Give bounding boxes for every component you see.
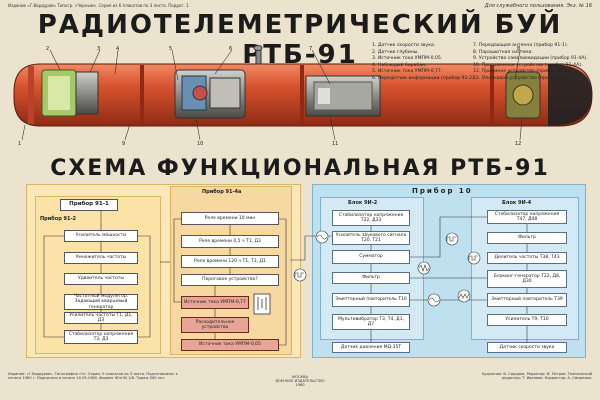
power-amplifier-box: Усилитель мощности xyxy=(64,230,138,242)
callout-10: 10 xyxy=(197,141,204,147)
frequency-multiplier-box: Умножитель частоты xyxy=(64,252,138,264)
legend-item: 9. Устройство самоликвидации (прибор 91-… xyxy=(473,56,588,62)
fm-modulator-box: Частотный модулятор. Задающий кварцевый … xyxy=(64,294,138,310)
audio-amp-box: Усилитель звукового сигнала Т20, Т21 xyxy=(332,231,410,245)
footer-right: Художник: В. Сидоров. Редактор: И. Петро… xyxy=(481,372,592,381)
threshold-device-box: Пороговое устройство? xyxy=(181,274,279,286)
blocking-generator-box: Блокинг-генератор Т22, Д8, Д30 xyxy=(487,270,567,288)
buoy-cutaway-illustration xyxy=(13,45,593,141)
summator-box: Сумматор xyxy=(332,250,410,264)
legend-right: 7. Передающая антенна (прибор 91-1). 8. … xyxy=(473,43,588,83)
callout-5: 5 xyxy=(169,46,173,52)
callout-11: 11 xyxy=(332,141,339,147)
legend-item: 8. Парашютная система. xyxy=(473,49,533,55)
legend-item: 7. Передающая антенна (прибор 91-1). xyxy=(473,43,569,48)
release-device-box: Расходительное устройство xyxy=(181,317,249,333)
emitter-follower-b-box: Эмиттерный повторитель Т39 xyxy=(487,293,567,307)
frequency-amplifier-box: Усилитель частоты T1, Д1, Д3 xyxy=(64,312,138,324)
timer-10min-box: Реле времени 10 мин xyxy=(181,212,279,225)
emitter-follower-a-box: Эмиттерный повторитель Т10 xyxy=(332,293,410,307)
block-9i4-title: Блок 9И-4 xyxy=(502,200,532,206)
legend-item: 11. Приемное устройство (прибор 91-4). xyxy=(473,69,571,75)
callout-2: 2 xyxy=(46,46,50,52)
filter-a-box: Фильтр xyxy=(332,272,410,284)
legend-item: 12. Опознавой устройство (прибор 10). xyxy=(473,75,569,81)
header-left-note: Издание «Г.Вардуров» Типогр. «Черным». С… xyxy=(8,3,189,8)
pribor-91-4a-title: Прибор 91-4а xyxy=(202,189,242,195)
pressure-sensor-box: Датчик давления МД-35Т xyxy=(332,342,410,353)
frequency-doubler-box: Удвоитель частоты xyxy=(64,273,138,285)
power-source-077-box: Источник тока УМПМ-0,77 xyxy=(181,296,249,309)
footer-left: Издание: «Г.Вардуров». Типография «Ч». С… xyxy=(8,372,178,381)
callout-4: 4 xyxy=(116,46,120,52)
callout-7: 7 xyxy=(309,46,313,52)
callout-12: 12 xyxy=(515,141,522,147)
filter-b-box: Фильтр xyxy=(487,232,567,244)
schema-title: СХЕМА ФУНКЦИОНАЛЬНАЯ РТБ-91 xyxy=(50,156,550,181)
legend-item: 2. Датчик глубины. xyxy=(372,49,419,55)
callout-8: 8 xyxy=(517,46,521,52)
callout-6: 6 xyxy=(229,46,233,52)
header-right-note: Для служебного пользования. Экз. № 16 xyxy=(484,3,592,9)
timer-120h-box: Реле времени 120 ч T1, T3, Д1 xyxy=(181,255,279,268)
legend-item: 3. Источник тока УМПМ-0,05. xyxy=(372,56,443,62)
footer-center: МОСКВА ВОЕННОЕ ИЗДАТЕЛЬСТВО 1980 xyxy=(275,375,325,388)
legend-item: 4. Наблюдый барабан. xyxy=(372,62,427,68)
battery-icon xyxy=(253,293,271,315)
pribor-91-2-title: Прибор 91-2 xyxy=(40,216,77,222)
power-source-005-box: Источник тока УМПМ-0,05 xyxy=(181,339,279,351)
legend-left: 1. Датчик скорости звука. 2. Датчик глуб… xyxy=(372,43,475,83)
callout-9: 9 xyxy=(122,141,126,147)
timer-0-5h-box: Реле времени 0,5 ч T1, Д3 xyxy=(181,235,279,248)
pribor-91-1-box: Прибор 91-1 xyxy=(60,199,118,211)
legend-item: 5. Источник тока УМПМ-0,77. xyxy=(372,69,443,75)
stabilizer-t22-box: Стабилизатор напряжения Т22, Д33 xyxy=(332,210,410,226)
amplifier-t9-box: Усилитель Т9, Т10 xyxy=(487,314,567,326)
stabilizer-t47-box: Стабилизатор напряжения Т47, Д48 xyxy=(487,210,567,224)
sound-speed-sensor-box: Датчик скорости звука xyxy=(487,342,567,353)
legend-item: 10. Программное устройство (прибор 91-4А… xyxy=(473,62,583,68)
voltage-stabilizer-box: Стабилизатор напряжения Т3, Д3 xyxy=(64,330,138,344)
block-9i2-title: Блок 9И-2 xyxy=(348,200,378,206)
multivibrator-box: Мультивибратор Т3, Т4, Д1, Д7 xyxy=(332,314,410,330)
legend-item: 6. Передатчик информации (прибор 91-2). xyxy=(372,75,476,81)
legend-item: 1. Датчик скорости звука. xyxy=(372,43,436,48)
freq-divider-box: Делитель частоты Т38, Т43 xyxy=(487,252,567,264)
callout-1: 1 xyxy=(18,141,22,147)
pribor-10-title: Прибор 10 xyxy=(412,187,473,195)
callout-3: 3 xyxy=(97,46,101,52)
